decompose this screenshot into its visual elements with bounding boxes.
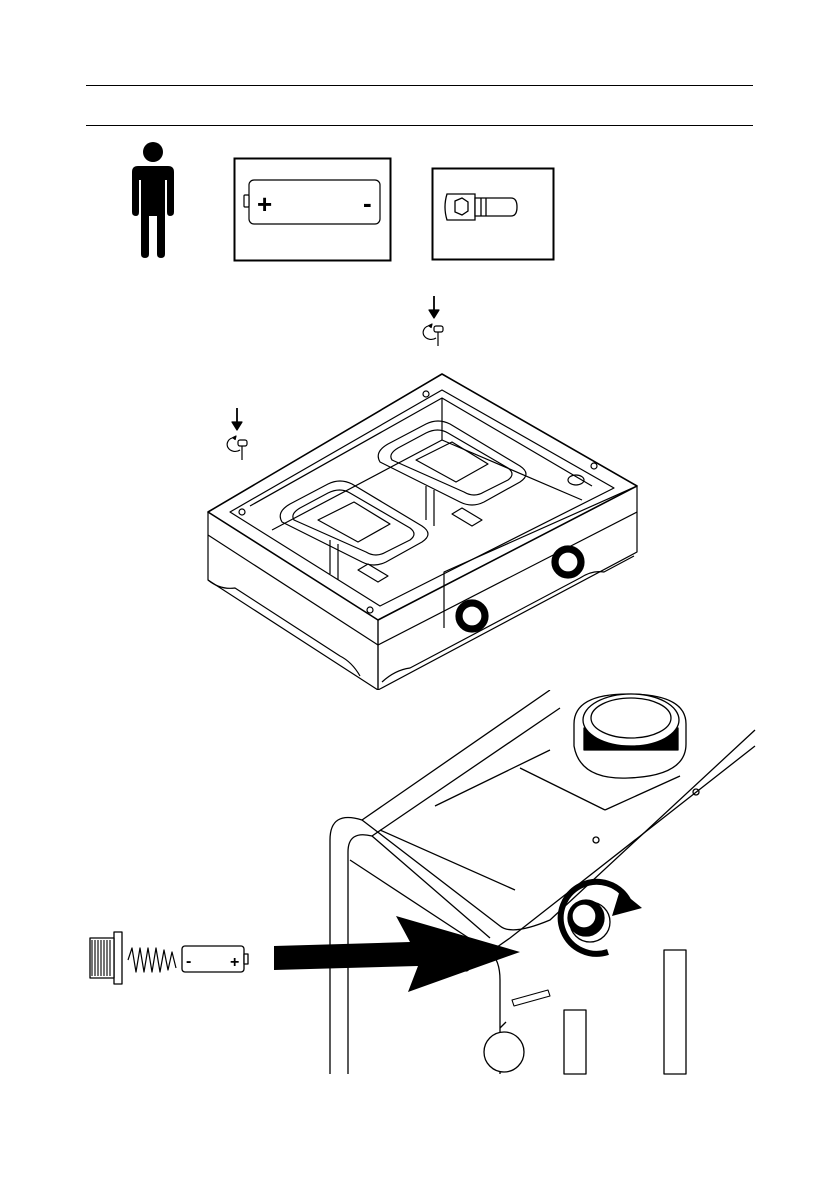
battery-minus-label: - [363,188,372,218]
hex-socket-screw-icon [445,194,517,220]
lower-knob [484,1022,524,1072]
battery-cap-part [90,932,122,984]
spring-part [128,948,176,972]
battery-part-minus-label: - [186,953,191,970]
insert-arrow-icon [274,916,520,992]
control-knob-left [456,600,488,632]
battery-icon: + - [244,180,380,224]
battery-requirement-box: + - [233,157,393,263]
top-knob [574,694,686,778]
control-knob-right [552,546,584,578]
screw-rotate-icon-front [227,408,247,460]
battery-plus-label: + [257,189,272,219]
screw-rotate-icon-rear [423,296,443,346]
ignition-button [568,900,610,942]
battery-part-plus-label: + [230,954,239,971]
grill-top-view [190,290,650,690]
person-icon [128,140,178,260]
header-rule-top [86,85,753,86]
header-rule-bottom [86,125,753,126]
battery-insert-closeup: - + [80,690,760,1076]
screw-requirement-box [431,167,555,261]
